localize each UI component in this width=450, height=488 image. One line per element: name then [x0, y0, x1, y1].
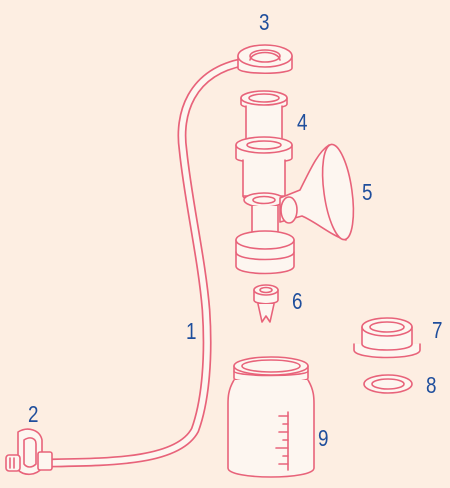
- valve-part: [253, 284, 279, 323]
- label-3-cap: 3: [259, 9, 270, 35]
- sealing-ring-part: [363, 374, 413, 394]
- label-6-valve: 6: [292, 288, 303, 314]
- label-2-connector: 2: [28, 401, 39, 427]
- disc-part: [353, 317, 421, 359]
- label-1-tubing: 1: [186, 318, 197, 344]
- cap-part: [237, 44, 293, 74]
- label-5-breast-shield: 5: [362, 179, 373, 205]
- bottle-part: [227, 356, 315, 478]
- tubing-part: [43, 57, 249, 468]
- label-7-disc: 7: [432, 317, 443, 343]
- tube-connector-part: [5, 428, 53, 476]
- label-8-sealing-ring: 8: [426, 372, 437, 398]
- breast-shield-part: [279, 143, 355, 241]
- label-4-pump-body: 4: [297, 109, 308, 135]
- pump-body-part: [235, 90, 295, 275]
- label-9-bottle: 9: [318, 425, 329, 451]
